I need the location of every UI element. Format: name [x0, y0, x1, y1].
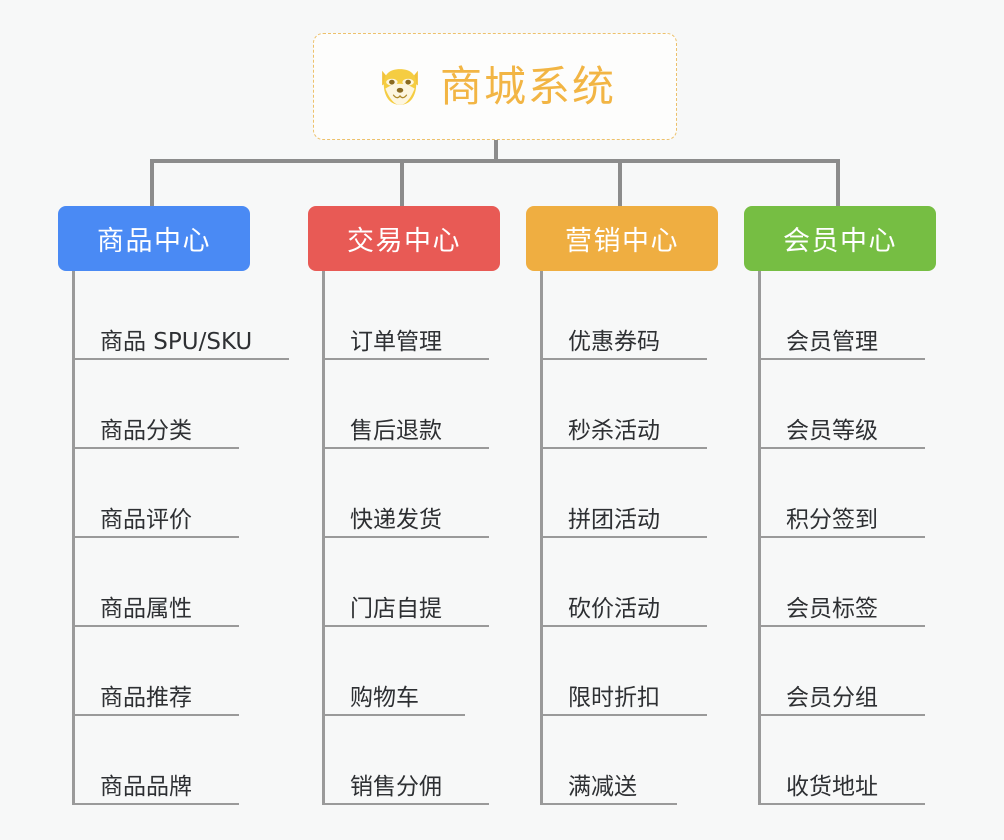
shiba-inu-emoji: [374, 61, 426, 113]
leaf-label: 会员标签: [786, 595, 878, 622]
leaf-item[interactable]: 销售分佣: [325, 716, 489, 805]
leaf-label: 满减送: [568, 773, 637, 800]
root-title: 商城系统: [439, 61, 616, 111]
leaf-item[interactable]: 会员等级: [761, 360, 925, 449]
leaf-label: 会员分组: [786, 684, 878, 711]
branch-column-marketing: 营销中心 优惠券码 秒杀活动 拼团活动 砍价活动 限时折扣 满减送: [526, 206, 718, 805]
leaf-item[interactable]: 会员标签: [761, 538, 925, 627]
branch-items-marketing: 优惠券码 秒杀活动 拼团活动 砍价活动 限时折扣 满减送: [540, 271, 718, 805]
leaf-label: 订单管理: [350, 328, 442, 355]
leaf-label: 销售分佣: [350, 773, 442, 800]
branch-column-product: 商品中心 商品 SPU/SKU 商品分类 商品评价 商品属性 商品推荐 商品品牌: [58, 206, 289, 805]
leaf-label: 商品推荐: [100, 684, 192, 711]
leaf-item[interactable]: 会员管理: [761, 271, 925, 360]
leaf-label: 会员管理: [786, 328, 878, 355]
leaf-label: 秒杀活动: [568, 417, 660, 444]
leaf-item[interactable]: 售后退款: [325, 360, 489, 449]
connector-horizontal-bar: [150, 159, 840, 163]
leaf-item[interactable]: 门店自提: [325, 538, 489, 627]
leaf-item[interactable]: 商品属性: [75, 538, 239, 627]
leaf-label: 商品评价: [100, 506, 192, 533]
leaf-label: 会员等级: [786, 417, 878, 444]
leaf-label: 门店自提: [350, 595, 442, 622]
connector-drop-4: [836, 159, 840, 209]
branch-column-member: 会员中心 会员管理 会员等级 积分签到 会员标签 会员分组 收货地址: [744, 206, 936, 805]
connector-drop-2: [400, 159, 404, 209]
connector-drop-3: [618, 159, 622, 209]
branch-header-marketing[interactable]: 营销中心: [526, 206, 718, 271]
root-node[interactable]: 商城系统: [313, 33, 677, 140]
leaf-label: 砍价活动: [568, 595, 660, 622]
branch-header-label: 交易中心: [347, 226, 461, 257]
leaf-label: 售后退款: [350, 417, 442, 444]
leaf-label: 商品 SPU/SKU: [100, 328, 253, 355]
leaf-item[interactable]: 积分签到: [761, 449, 925, 538]
leaf-item[interactable]: 收货地址: [761, 716, 925, 805]
leaf-item[interactable]: 商品 SPU/SKU: [75, 271, 289, 360]
branch-items-product: 商品 SPU/SKU 商品分类 商品评价 商品属性 商品推荐 商品品牌: [72, 271, 289, 805]
leaf-item[interactable]: 砍价活动: [543, 538, 707, 627]
branch-header-member[interactable]: 会员中心: [744, 206, 936, 271]
leaf-label: 限时折扣: [568, 684, 660, 711]
branch-items-member: 会员管理 会员等级 积分签到 会员标签 会员分组 收货地址: [758, 271, 936, 805]
branch-header-label: 商品中心: [97, 226, 211, 257]
branch-header-label: 会员中心: [783, 226, 897, 257]
leaf-label: 商品品牌: [100, 773, 192, 800]
leaf-item[interactable]: 拼团活动: [543, 449, 707, 538]
leaf-label: 拼团活动: [568, 506, 660, 533]
leaf-item[interactable]: 商品推荐: [75, 627, 239, 716]
leaf-label: 购物车: [350, 684, 419, 711]
leaf-label: 商品属性: [100, 595, 192, 622]
leaf-label: 积分签到: [786, 506, 878, 533]
connector-root-stem: [494, 140, 498, 162]
branch-header-label: 营销中心: [565, 226, 679, 257]
branch-column-trade: 交易中心 订单管理 售后退款 快递发货 门店自提 购物车 销售分佣: [308, 206, 500, 805]
leaf-item[interactable]: 限时折扣: [543, 627, 707, 716]
leaf-item[interactable]: 秒杀活动: [543, 360, 707, 449]
leaf-item[interactable]: 会员分组: [761, 627, 925, 716]
leaf-item[interactable]: 购物车: [325, 627, 465, 716]
leaf-item[interactable]: 优惠券码: [543, 271, 707, 360]
leaf-label: 优惠券码: [568, 328, 660, 355]
leaf-label: 收货地址: [786, 773, 878, 800]
leaf-item[interactable]: 快递发货: [325, 449, 489, 538]
leaf-item[interactable]: 商品评价: [75, 449, 239, 538]
leaf-label: 快递发货: [350, 506, 442, 533]
leaf-item[interactable]: 订单管理: [325, 271, 489, 360]
leaf-item[interactable]: 商品分类: [75, 360, 239, 449]
leaf-item[interactable]: 满减送: [543, 716, 677, 805]
branch-header-trade[interactable]: 交易中心: [308, 206, 500, 271]
branch-items-trade: 订单管理 售后退款 快递发货 门店自提 购物车 销售分佣: [322, 271, 500, 805]
leaf-item[interactable]: 商品品牌: [75, 716, 239, 805]
branch-header-product[interactable]: 商品中心: [58, 206, 250, 271]
connector-drop-1: [150, 159, 154, 209]
leaf-label: 商品分类: [100, 417, 192, 444]
